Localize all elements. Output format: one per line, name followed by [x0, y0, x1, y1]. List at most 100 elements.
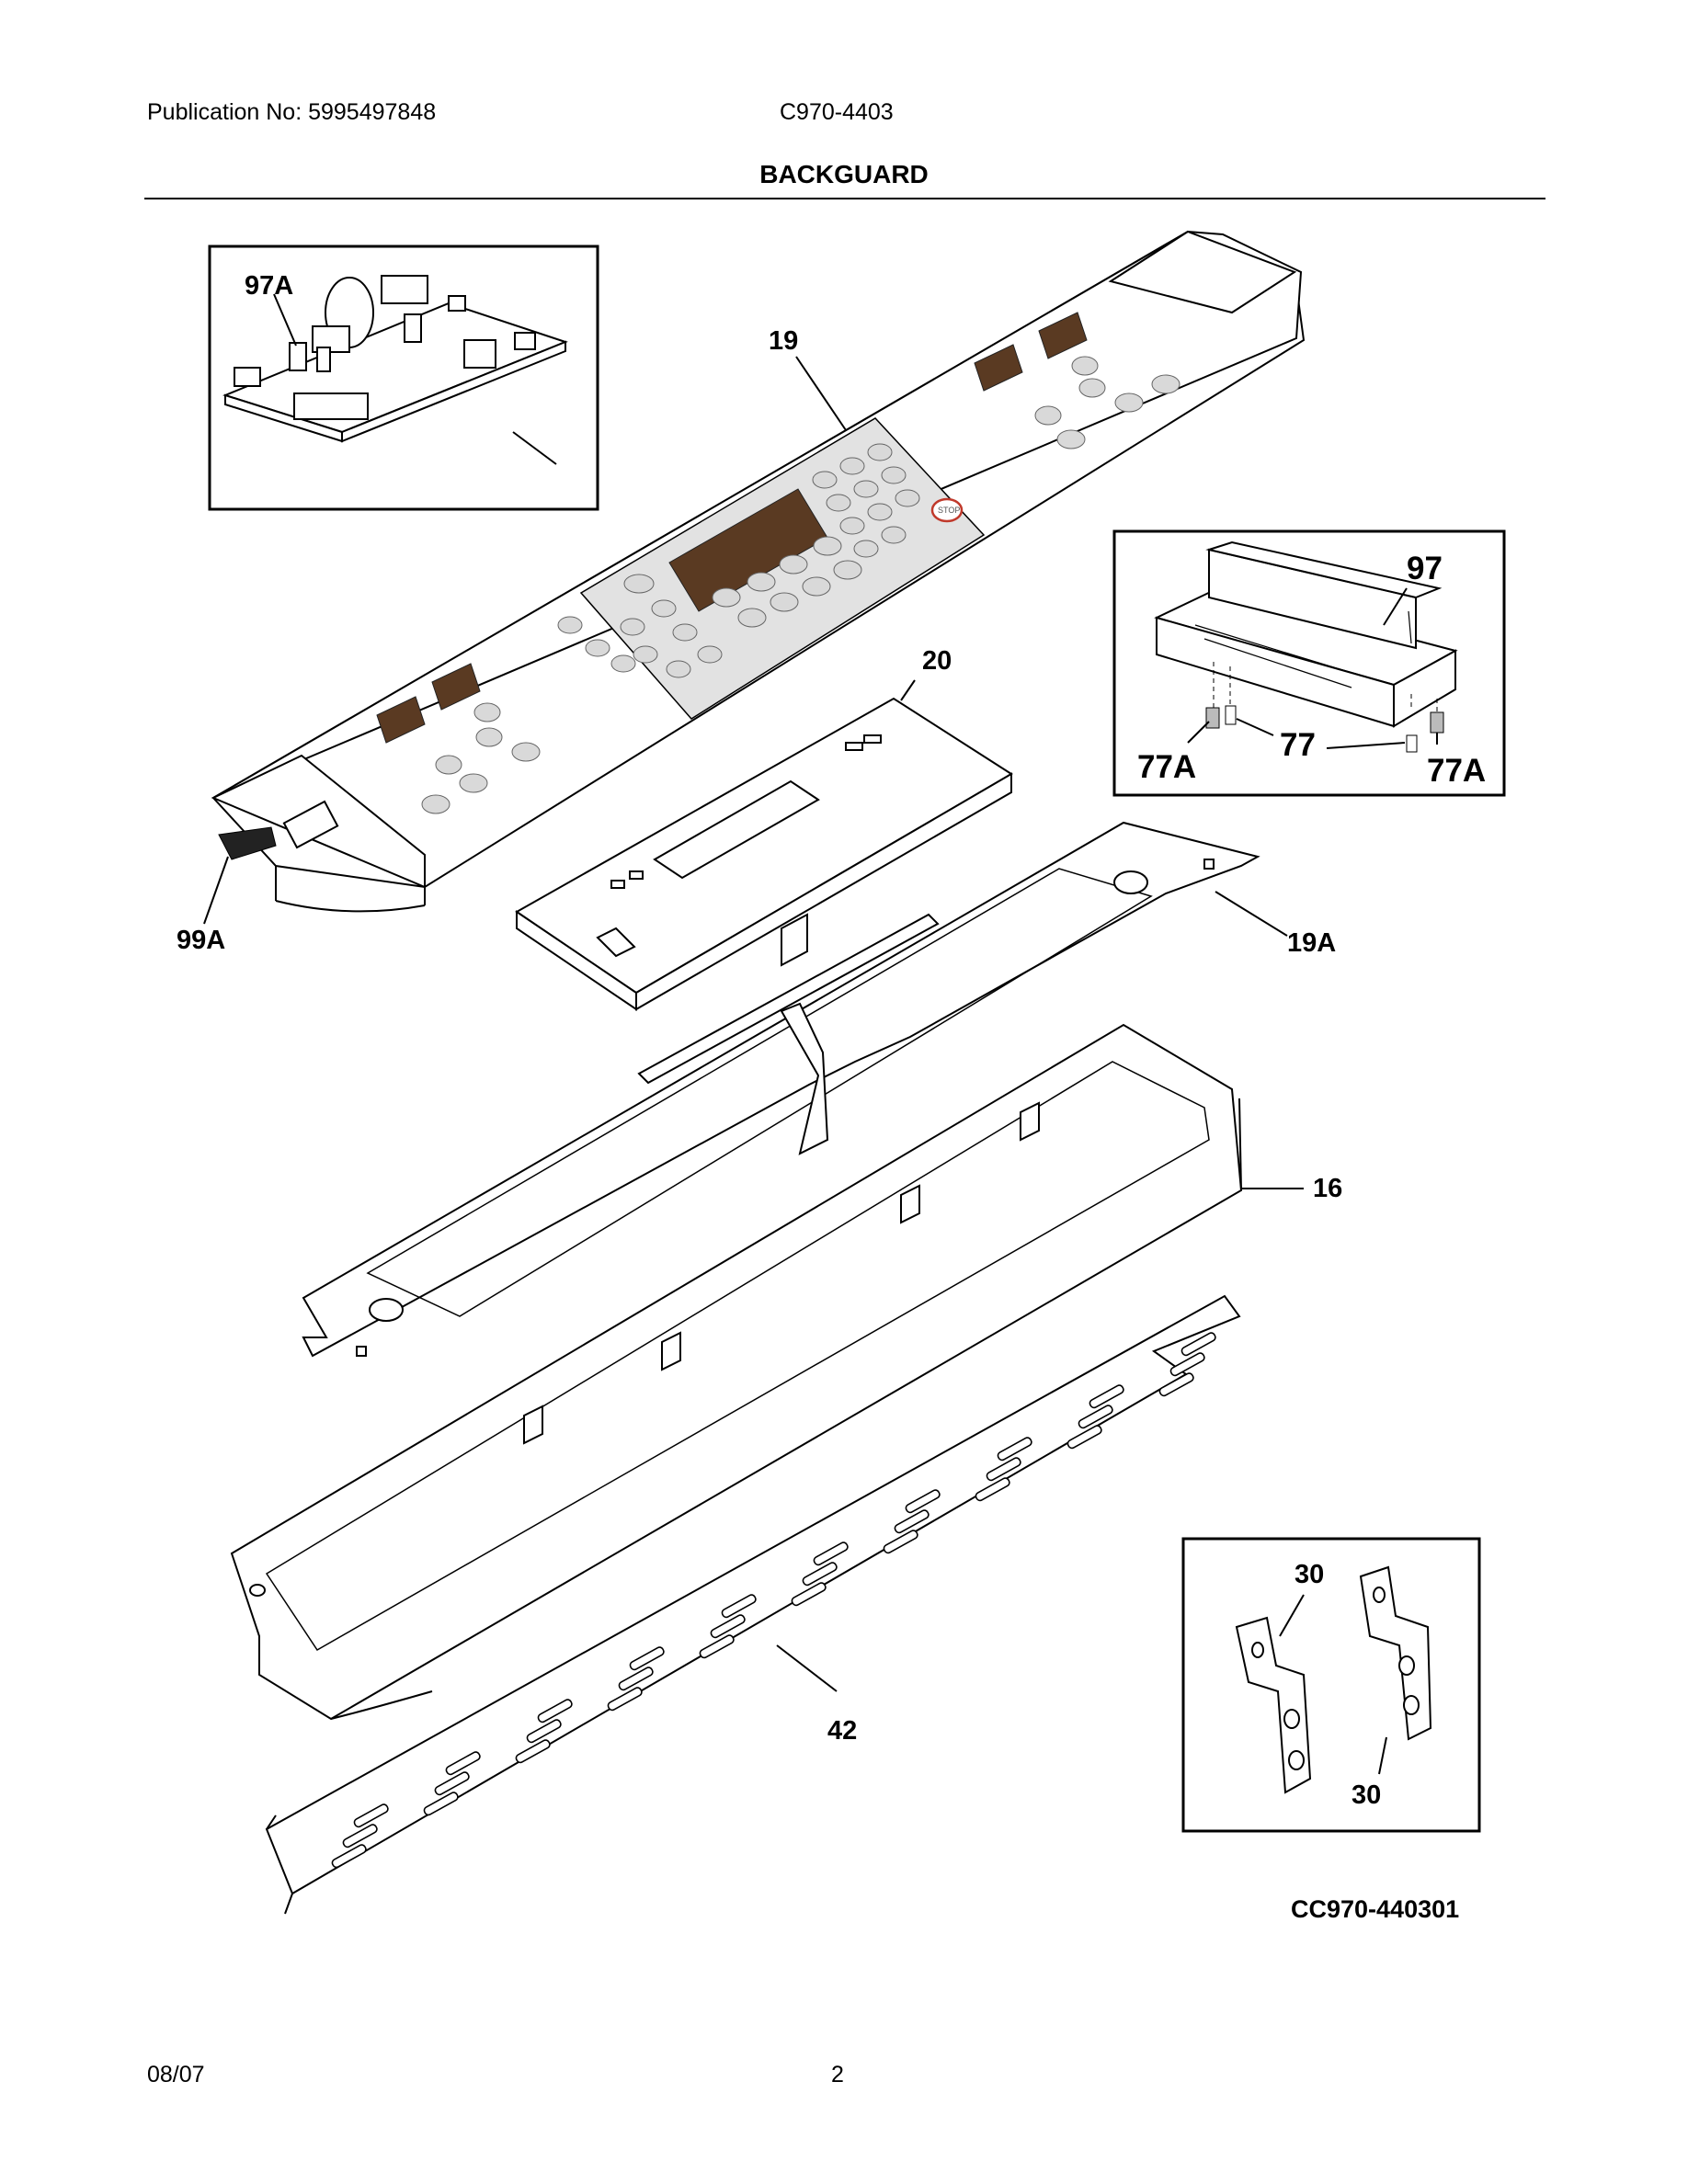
vent-slot	[791, 1582, 827, 1607]
vent-slot	[515, 1739, 551, 1764]
timer-button[interactable]	[853, 540, 879, 558]
inset-97: 97 77A 77 77A	[1112, 529, 1506, 797]
digit-button[interactable]	[881, 526, 907, 544]
digit-button[interactable]	[867, 503, 893, 521]
stop-label: STOP	[938, 506, 960, 515]
element-size-button[interactable]	[1151, 374, 1180, 394]
vent-trim-42: 42	[265, 1294, 1241, 1915]
callout-77: 77	[1280, 727, 1316, 763]
vent-slot	[1089, 1384, 1124, 1409]
element-up-button[interactable]	[473, 702, 501, 722]
element-onoff-button[interactable]	[1114, 392, 1144, 413]
self-clean-button[interactable]	[610, 654, 636, 673]
vent-slot	[894, 1509, 930, 1534]
model-number: C970-4403	[780, 99, 894, 125]
callout-77A-left: 77A	[1137, 749, 1196, 785]
element-display-left-front	[431, 663, 481, 711]
leader-42	[776, 1644, 838, 1692]
element-onoff-button[interactable]	[511, 742, 541, 762]
figure-code: CC970-440301	[1291, 1895, 1460, 1923]
digit-button[interactable]	[826, 494, 851, 512]
digit-button[interactable]	[881, 466, 907, 484]
digit-button[interactable]	[839, 457, 865, 475]
callout-19: 19	[769, 326, 798, 356]
bake-button[interactable]	[747, 572, 776, 592]
element-size-button[interactable]	[421, 794, 451, 814]
standoff-77A	[1205, 707, 1220, 729]
mounting-plate-19A: 19A	[302, 821, 1336, 1358]
delay-start-button[interactable]	[620, 618, 645, 636]
standoff-77A	[1430, 711, 1444, 734]
element-onoff-button[interactable]	[1056, 429, 1086, 449]
vent-slots	[331, 1332, 1216, 1869]
vent-slot	[721, 1594, 757, 1619]
options-button[interactable]	[557, 616, 583, 634]
digit-button[interactable]	[812, 471, 838, 489]
callout-30-bottom: 30	[1352, 1780, 1381, 1810]
vent-slot	[434, 1771, 470, 1796]
vent-slot	[1066, 1425, 1102, 1450]
digit-button[interactable]	[853, 480, 879, 498]
footer-date: 08/07	[147, 2062, 205, 2087]
oven-light-button[interactable]	[697, 645, 723, 664]
callout-42: 42	[827, 1716, 857, 1746]
stop-button[interactable]	[930, 497, 964, 523]
warm-button[interactable]	[633, 645, 658, 664]
vent-slot	[342, 1824, 378, 1848]
callout-97A: 97A	[245, 271, 293, 301]
element-down-button[interactable]	[1078, 378, 1106, 398]
vent-slot	[331, 1844, 367, 1869]
electronic-control-20: 20	[515, 646, 1013, 1011]
callout-77A-right: 77A	[1427, 753, 1486, 789]
cook-time-button[interactable]	[651, 599, 677, 618]
pin-77	[1406, 734, 1418, 753]
pin-77	[1225, 705, 1237, 725]
element-down-button[interactable]	[435, 755, 462, 775]
plate-19A	[302, 821, 1260, 1358]
breads-button[interactable]	[833, 560, 862, 580]
leader-99A	[203, 856, 229, 925]
warm-zone-button[interactable]	[585, 639, 610, 657]
console-19: STOP	[211, 230, 1306, 913]
leader-19	[512, 431, 557, 465]
element-down-button[interactable]	[1034, 405, 1062, 426]
backguard-frame-16: 16	[230, 1023, 1342, 1721]
digit-keypad: STOP	[812, 443, 964, 558]
cakes-button[interactable]	[802, 576, 831, 597]
bracket-30	[1235, 1616, 1312, 1794]
broil-button[interactable]	[779, 554, 808, 574]
start-button[interactable]	[623, 574, 655, 594]
preheat-button[interactable]	[737, 608, 767, 628]
element-down-button[interactable]	[475, 727, 503, 747]
callout-19A: 19A	[1287, 928, 1336, 958]
inset-30: 30 30	[1181, 1537, 1481, 1833]
vent-slot	[1078, 1405, 1113, 1429]
callout-16: 16	[1313, 1174, 1342, 1203]
add-minutes-button[interactable]	[666, 660, 691, 678]
page-number: 2	[831, 2062, 844, 2087]
digit-button[interactable]	[867, 443, 893, 461]
vent-slot	[975, 1477, 1010, 1502]
vent-slot	[997, 1437, 1032, 1462]
meat-probe-button[interactable]	[770, 592, 799, 612]
element-up-button[interactable]	[1071, 356, 1099, 376]
digit-button[interactable]	[895, 489, 920, 507]
vent-slot	[986, 1457, 1021, 1482]
digit-button[interactable]	[839, 517, 865, 535]
vent-slot	[423, 1792, 459, 1816]
conv-bake-button[interactable]	[712, 587, 741, 608]
vent-slot	[526, 1719, 562, 1744]
clean-button[interactable]	[672, 623, 698, 642]
vent-slot	[1180, 1332, 1216, 1357]
element-display-right-rear	[1038, 312, 1088, 359]
vent-slot	[1158, 1372, 1194, 1397]
conv-roast-button[interactable]	[813, 536, 842, 556]
element-onoff-button[interactable]	[459, 773, 488, 793]
leader-97A	[273, 293, 297, 347]
vent-slot	[445, 1751, 481, 1776]
section-title: BACKGUARD	[759, 160, 929, 188]
callout-97: 97	[1407, 551, 1443, 586]
element-display-left-rear	[376, 696, 426, 744]
vent-slot	[802, 1562, 838, 1587]
